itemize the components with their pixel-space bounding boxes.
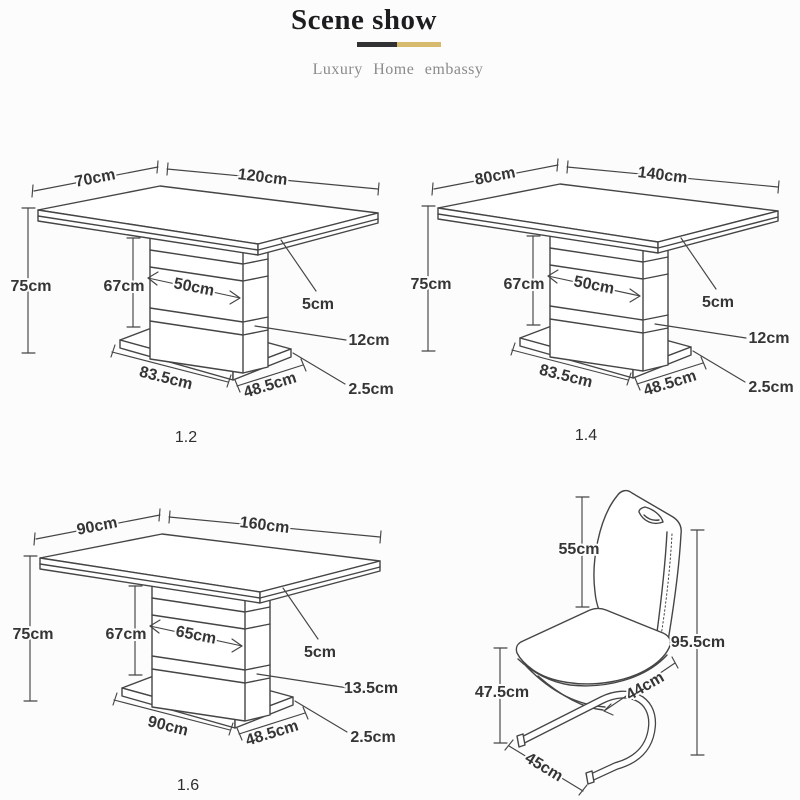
table-1-4-diagram: 80cm 140cm 75cm 67cm 50cm 5cm 12cm 83.5c…: [410, 158, 796, 446]
dim-base-length: 83.5cm: [137, 364, 194, 394]
dim-height: 75cm: [11, 278, 52, 295]
dim-pedestal-height: 67cm: [106, 626, 147, 643]
chair-diagram: 55cm 95.5cm 47.5cm 44cm 45cm: [473, 489, 727, 796]
chair-base-frame: [516, 690, 657, 785]
divider-dark-segment: [357, 42, 397, 47]
chair-line-art: [493, 489, 705, 796]
dim-height: 75cm: [13, 626, 54, 643]
model-label: 1.4: [575, 427, 597, 444]
divider-gold-segment: [397, 42, 441, 47]
dim-top-thickness: 5cm: [302, 296, 334, 313]
dim-base-depth: 48.5cm: [642, 367, 699, 399]
dim-top-thickness: 5cm: [304, 644, 336, 661]
dim-base-depth: 48.5cm: [242, 369, 299, 401]
dim-base-length: 83.5cm: [537, 362, 594, 392]
dim-top-depth: 80cm: [473, 164, 516, 188]
table-line-art: [421, 158, 780, 391]
dim-column-band: 12cm: [749, 330, 790, 347]
dim-column-band: 12cm: [349, 332, 390, 349]
dim-base-thickness: 2.5cm: [348, 381, 393, 398]
table-line-art: [23, 508, 382, 741]
chair-dimension-lines: [493, 496, 705, 796]
dim-pedestal-height: 67cm: [504, 276, 545, 293]
dim-top-width: 120cm: [237, 166, 289, 189]
dim-pedestal-height: 67cm: [104, 278, 145, 295]
dim-top-depth: 70cm: [73, 166, 116, 190]
dim-top-width: 160cm: [239, 514, 291, 537]
dim-base-depth: 45cm: [522, 750, 566, 786]
dim-seat-height: 47.5cm: [475, 684, 529, 701]
dim-base-length: 90cm: [146, 713, 190, 739]
title-divider: [357, 42, 441, 47]
dim-total-height: 95.5cm: [671, 634, 725, 651]
table-1-6-diagram: 90cm 160cm 75cm 67cm 65cm 5cm 13.5cm 90c…: [12, 508, 400, 796]
dim-top-depth: 90cm: [75, 514, 118, 538]
dim-top-width: 140cm: [637, 164, 689, 187]
dim-base-thickness: 2.5cm: [748, 379, 793, 396]
dim-back-height: 55cm: [559, 541, 600, 558]
dim-base-thickness: 2.5cm: [350, 729, 395, 746]
page-subtitle: Luxury Home embassy: [312, 61, 484, 78]
dim-height: 75cm: [411, 276, 452, 293]
model-label: 1.2: [175, 429, 197, 446]
dim-base-depth: 48.5cm: [244, 717, 301, 749]
dim-top-thickness: 5cm: [702, 294, 734, 311]
chair-seat: [515, 607, 672, 711]
model-label: 1.6: [177, 777, 199, 794]
chair-handle-cutout: [638, 506, 664, 525]
table-line-art: [21, 160, 380, 393]
table-1-2-diagram: 70cm 120cm 75cm 67cm 50cm 5cm 12cm 83.5c…: [10, 160, 396, 448]
dim-column-band: 13.5cm: [344, 680, 398, 697]
page-title: Scene show: [291, 4, 437, 36]
